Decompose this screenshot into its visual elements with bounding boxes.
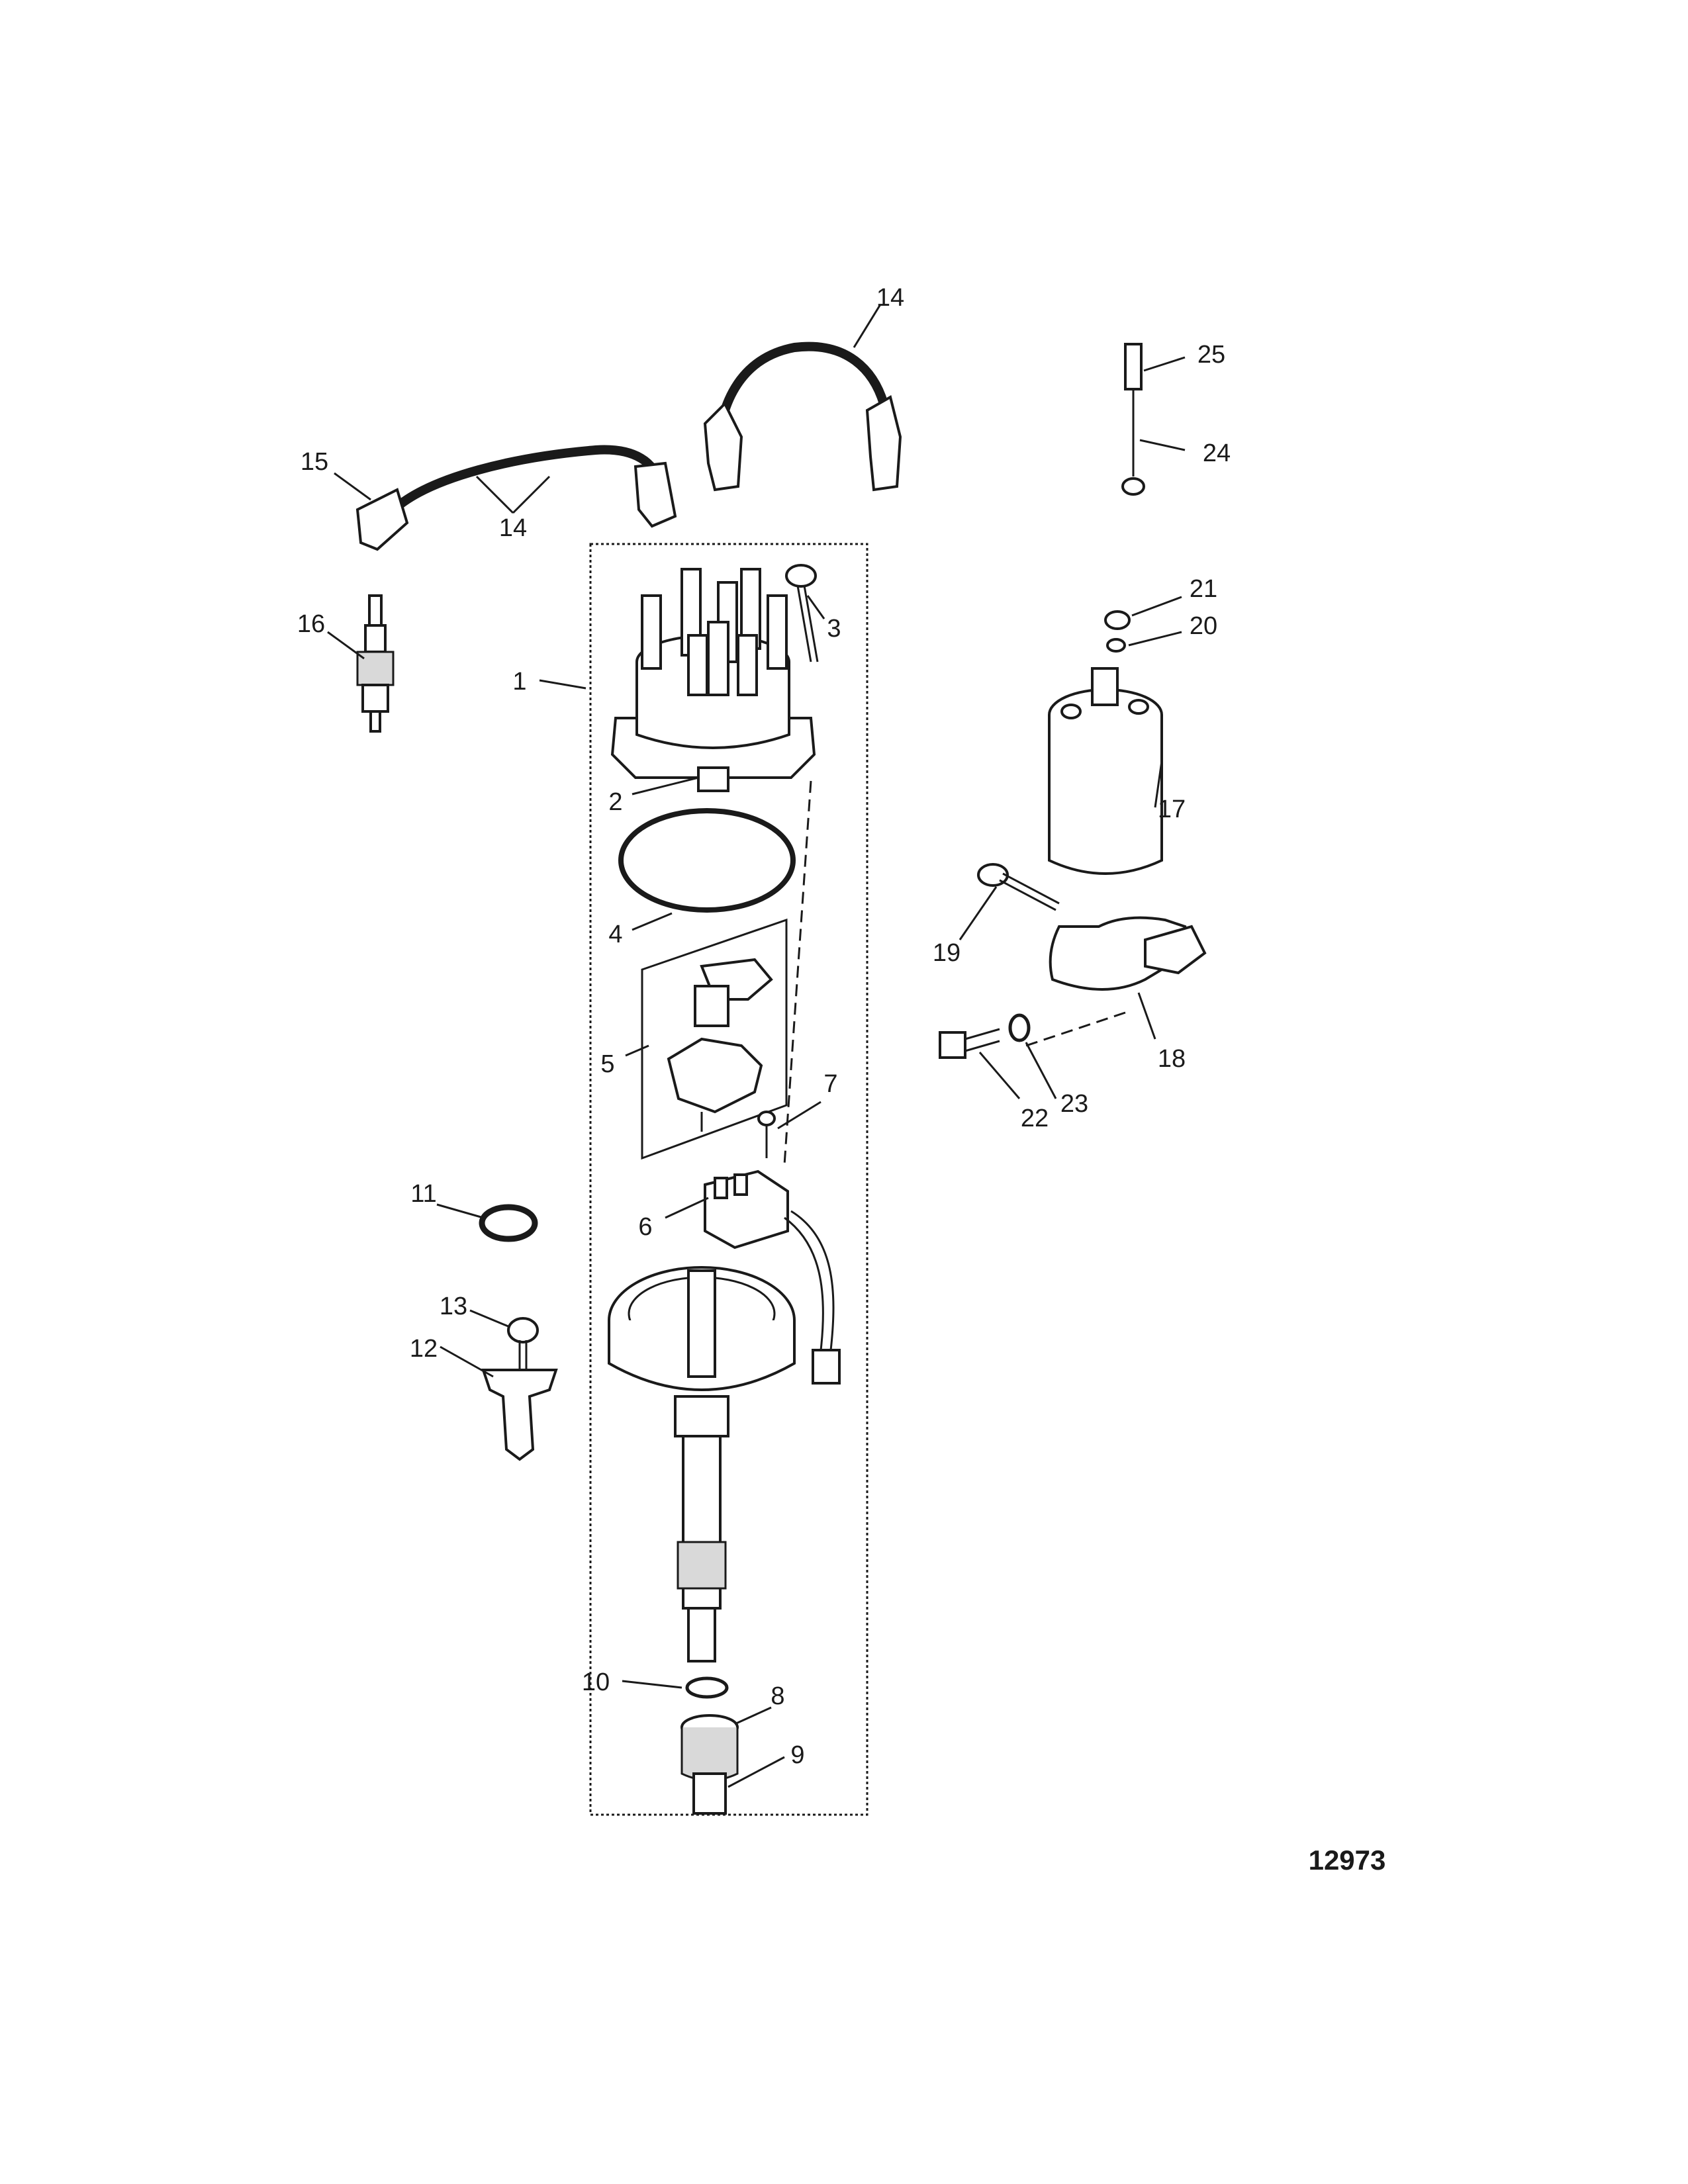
- spark-plug-wire-straight: [355, 445, 677, 551]
- figure-number: 12973: [1309, 1844, 1386, 1876]
- callout-7: 7: [823, 1070, 837, 1098]
- spark-plug: [356, 594, 395, 733]
- mount-washer: [1008, 1013, 1031, 1042]
- callout-5: 5: [600, 1050, 614, 1078]
- leader-lines: [327, 304, 1186, 1788]
- callout-20: 20: [1190, 612, 1217, 640]
- callout-16: 16: [297, 610, 325, 638]
- callout-1: 1: [512, 668, 526, 696]
- callout-19: 19: [933, 939, 961, 967]
- bracket-bolt: [977, 863, 1060, 911]
- callout-25: 25: [1197, 341, 1225, 369]
- coil-lockwasher: [1106, 638, 1126, 653]
- module-screw: [757, 1111, 776, 1158]
- callout-4: 4: [608, 921, 622, 948]
- cap-screw: [785, 564, 819, 662]
- callout-2: 2: [608, 788, 622, 816]
- callout-13: 13: [440, 1293, 467, 1320]
- callout-14-top: 14: [876, 284, 904, 312]
- callout-9: 9: [790, 1741, 804, 1769]
- callout-18: 18: [1158, 1045, 1186, 1073]
- distributor-assembly-boundary: [589, 543, 868, 1816]
- rotor-kit: [641, 918, 788, 1160]
- mount-bolt: [939, 1028, 1000, 1059]
- callout-24: 24: [1203, 439, 1231, 467]
- callout-11: 11: [410, 1180, 436, 1208]
- distributor-cap: [610, 568, 816, 792]
- callout-23: 23: [1060, 1090, 1088, 1118]
- cap-gasket: [618, 808, 796, 913]
- callout-6: 6: [638, 1213, 652, 1241]
- seal-washer: [479, 1204, 538, 1242]
- coil-nut: [1104, 610, 1131, 630]
- distributor-housing: [608, 1266, 796, 1662]
- drive-gear: [680, 1714, 739, 1815]
- ground-strap: [1121, 343, 1145, 496]
- coil-bracket: [1025, 916, 1207, 1047]
- assembly-alignment-line: [783, 780, 812, 1165]
- callout-12: 12: [410, 1335, 438, 1363]
- callout-15: 15: [301, 448, 328, 476]
- callout-14-left: 14: [499, 514, 527, 542]
- ignition-coil: [1048, 667, 1163, 875]
- callout-8: 8: [771, 1682, 784, 1710]
- thrust-washer: [685, 1676, 729, 1699]
- spark-plug-wire-u: [703, 341, 902, 492]
- callout-3: 3: [827, 615, 841, 643]
- callout-17: 17: [1158, 796, 1186, 823]
- callout-10: 10: [582, 1668, 610, 1696]
- ignition-module: [704, 1169, 841, 1385]
- callout-21: 21: [1190, 575, 1217, 603]
- hold-down-clamp: [481, 1317, 558, 1461]
- callout-22: 22: [1021, 1105, 1049, 1132]
